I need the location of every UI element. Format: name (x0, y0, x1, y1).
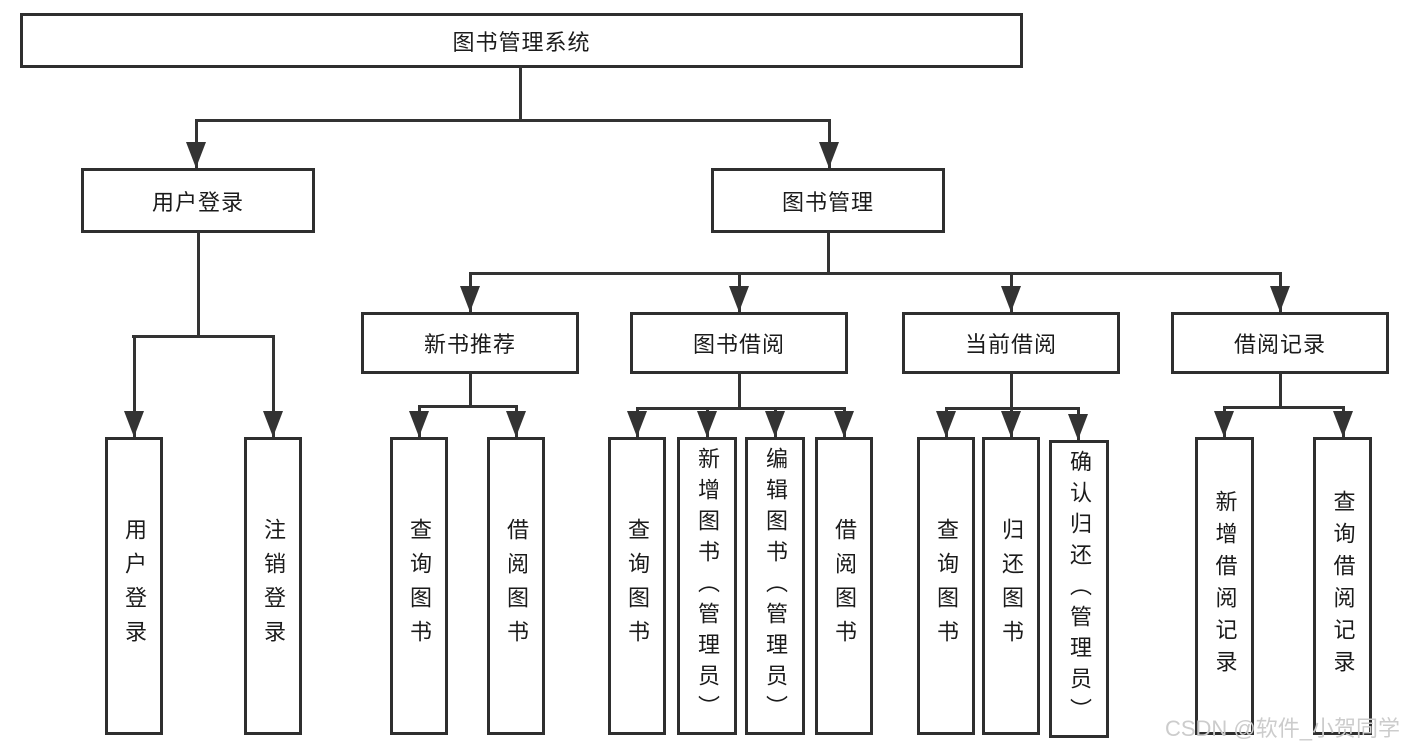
node-label: 新增图书（管理员） (695, 446, 720, 726)
arrow-down-icon (1001, 286, 1021, 312)
node-new-book-recommendation: 新书推荐 (361, 312, 579, 374)
arrow-down-icon (627, 411, 647, 437)
node-label: 图书管理 (781, 189, 874, 215)
arrow-down-icon (1270, 286, 1290, 312)
connector-line (469, 272, 1282, 275)
leaf-query-books: 查询图书 (390, 437, 448, 735)
leaf-logout: 注销登录 (244, 437, 302, 735)
connector-line (469, 372, 472, 408)
node-label: 借阅记录 (1233, 332, 1326, 357)
leaf-add-borrow-record: 新增借阅记录 (1195, 437, 1254, 735)
arrow-down-icon (1001, 411, 1021, 437)
arrow-down-icon (834, 411, 854, 437)
leaf-query-books: 查询图书 (917, 437, 975, 735)
leaf-confirm-return-admin: 确认归还（管理员） (1049, 440, 1109, 738)
leaf-borrow-books: 借阅图书 (487, 437, 545, 735)
connector-line (272, 335, 275, 437)
node-label: 查询借阅记录 (1330, 490, 1356, 682)
connector-line (197, 231, 200, 338)
arrow-down-icon (819, 142, 839, 168)
node-borrowing-records: 借阅记录 (1171, 312, 1389, 374)
arrow-down-icon (460, 286, 480, 312)
arrow-down-icon (1333, 411, 1353, 437)
connector-line (133, 335, 136, 437)
node-label: 用户登录 (122, 518, 147, 654)
arrow-down-icon (409, 411, 429, 437)
leaf-return-books: 归还图书 (982, 437, 1040, 735)
leaf-add-books-admin: 新增图书（管理员） (677, 437, 737, 735)
node-label: 编辑图书（管理员） (763, 446, 788, 726)
arrow-down-icon (1068, 414, 1088, 440)
node-label: 查询图书 (934, 518, 959, 654)
node-library-management-system: 图书管理系统 (20, 13, 1023, 68)
arrow-down-icon (765, 411, 785, 437)
arrow-down-icon (697, 411, 717, 437)
connector-line (1279, 372, 1282, 408)
node-book-management: 图书管理 (711, 168, 945, 233)
connector-line (827, 231, 830, 275)
arrow-down-icon (936, 411, 956, 437)
node-label: 归还图书 (999, 518, 1024, 654)
leaf-user-login: 用户登录 (105, 437, 163, 735)
node-label: 图书借阅 (692, 332, 785, 357)
node-current-borrowing: 当前借阅 (902, 312, 1120, 374)
node-label: 查询图书 (407, 518, 432, 654)
watermark: CSDN @软件_小贺同学 (1164, 716, 1400, 741)
arrow-down-icon (124, 411, 144, 437)
connector-line (418, 405, 518, 408)
connector-line (132, 335, 275, 338)
node-user-login: 用户登录 (81, 168, 315, 233)
arrow-down-icon (263, 411, 283, 437)
leaf-query-books: 查询图书 (608, 437, 666, 735)
connector-line (519, 66, 522, 121)
node-label: 查询图书 (625, 518, 650, 654)
leaf-borrow-books: 借阅图书 (815, 437, 873, 735)
leaf-edit-books-admin: 编辑图书（管理员） (745, 437, 805, 735)
node-label: 图书管理系统 (452, 29, 591, 55)
arrow-down-icon (1214, 411, 1234, 437)
node-label: 用户登录 (151, 189, 244, 215)
node-label: 新增借阅记录 (1212, 490, 1238, 682)
arrow-down-icon (186, 142, 206, 168)
node-book-borrowing: 图书借阅 (630, 312, 848, 374)
node-label: 注销登录 (261, 518, 286, 654)
node-label: 借阅图书 (832, 518, 857, 654)
connector-line (195, 119, 831, 122)
connector-line (1223, 406, 1345, 409)
connector-line (636, 407, 846, 410)
connector-line (1010, 372, 1013, 410)
node-label: 新书推荐 (423, 332, 516, 357)
arrow-down-icon (506, 411, 526, 437)
connector-line (738, 372, 741, 410)
arrow-down-icon (729, 286, 749, 312)
leaf-query-borrow-record: 查询借阅记录 (1313, 437, 1372, 735)
node-label: 当前借阅 (964, 332, 1057, 357)
node-label: 借阅图书 (504, 518, 529, 654)
node-label: 确认归还（管理员） (1067, 449, 1092, 729)
